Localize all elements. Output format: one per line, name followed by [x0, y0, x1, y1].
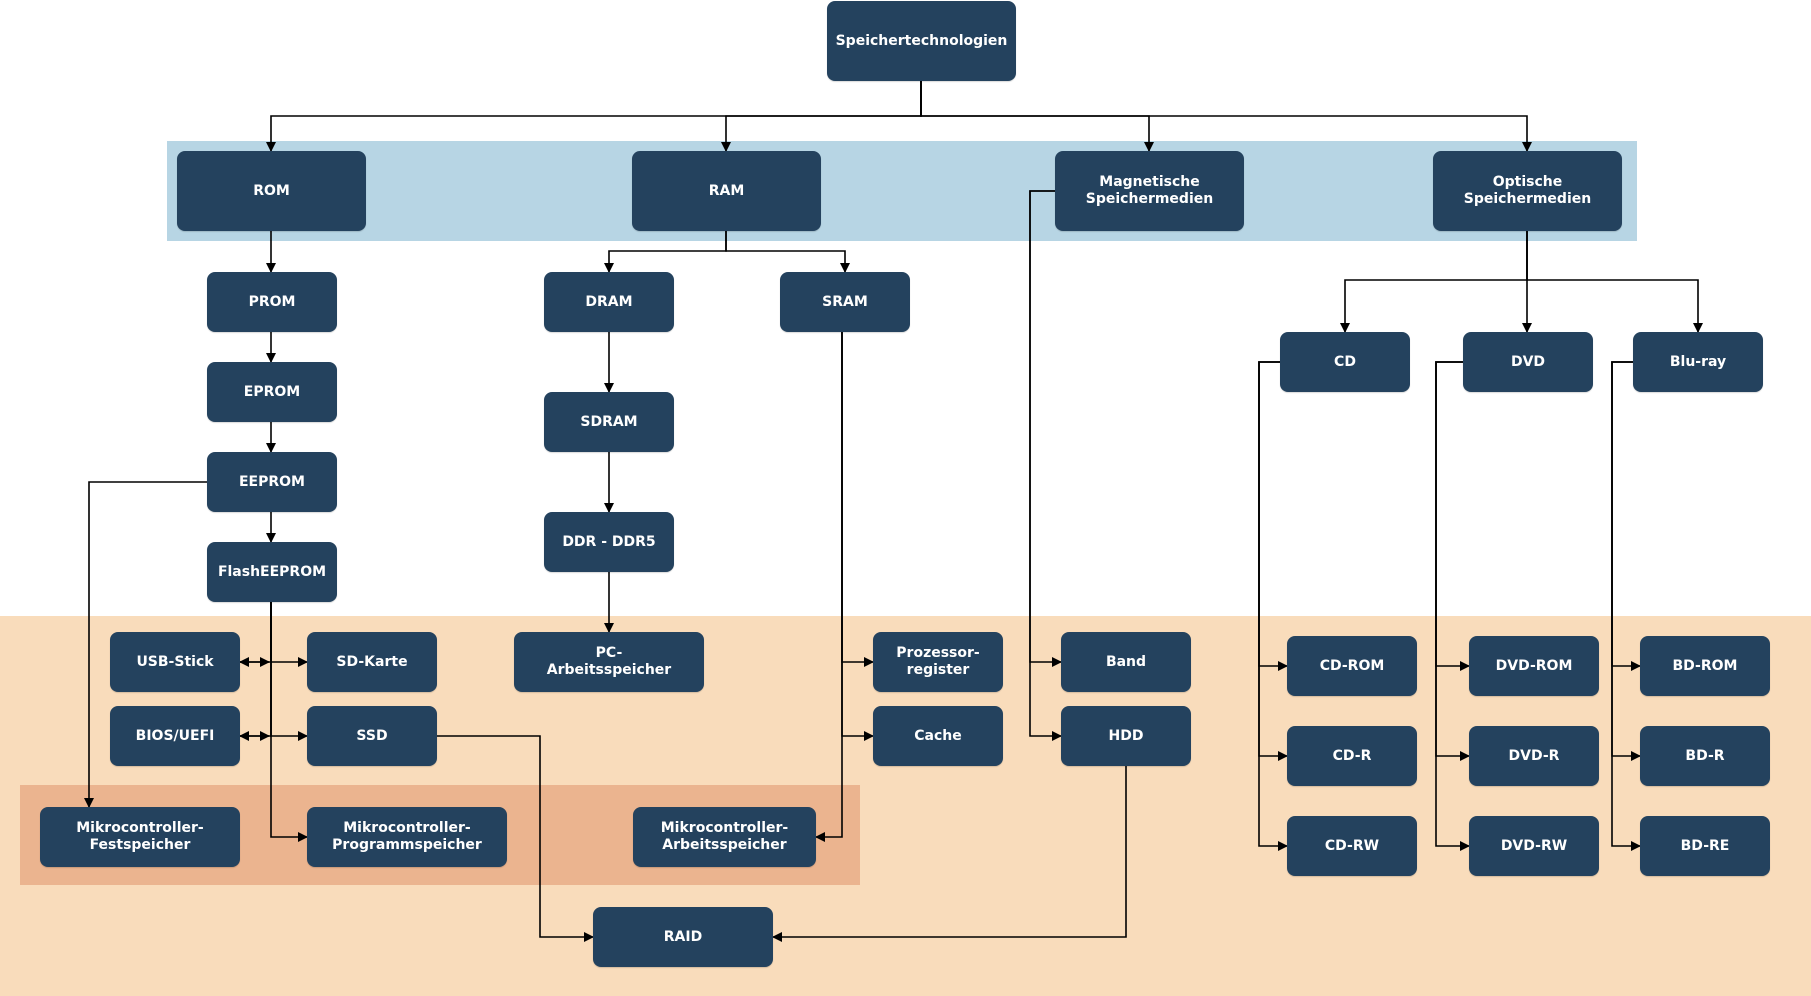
edge-bluray-to-bdrom	[1611, 361, 1641, 671]
node-pc-arbeitsspeicher[interactable]: PC- Arbeitsspeicher	[514, 632, 704, 692]
node-dvd-rom[interactable]: DVD-ROM	[1469, 636, 1599, 696]
node-sdram[interactable]: SDRAM	[544, 392, 674, 452]
node-ssd[interactable]: SSD	[307, 706, 437, 766]
node-cd-r[interactable]: CD-R	[1287, 726, 1417, 786]
edge-ram-to-sram	[725, 231, 850, 273]
node-prom[interactable]: PROM	[207, 272, 337, 332]
edge-flash-to-mcprog	[270, 602, 308, 842]
edge-ssd-to-raid	[437, 735, 594, 942]
node-mikrocontroller-festspeicher[interactable]: Mikrocontroller- Festspeicher	[40, 807, 240, 867]
edge-sram-to-cache	[841, 332, 874, 741]
node-eprom[interactable]: EPROM	[207, 362, 337, 422]
node-eeprom[interactable]: EEPROM	[207, 452, 337, 512]
node-mikrocontroller-arbeitsspeicher[interactable]: Mikrocontroller- Arbeitsspeicher	[633, 807, 816, 867]
edge-mag-to-band	[1029, 190, 1062, 667]
category-band	[167, 141, 1637, 241]
node-bd-re[interactable]: BD-RE	[1640, 816, 1770, 876]
node-cd-rom[interactable]: CD-ROM	[1287, 636, 1417, 696]
node-cd-rw[interactable]: CD-RW	[1287, 816, 1417, 876]
edge-ram-to-dram	[604, 231, 727, 273]
node-bd-rom[interactable]: BD-ROM	[1640, 636, 1770, 696]
edge-root-to-ram	[721, 81, 922, 152]
node-blu-ray[interactable]: Blu-ray	[1633, 332, 1763, 392]
node-cd[interactable]: CD	[1280, 332, 1410, 392]
node-usb-stick[interactable]: USB-Stick	[110, 632, 240, 692]
edge-cd-to-cdrom	[1258, 361, 1288, 671]
edge-mag-to-hdd	[1029, 190, 1062, 741]
node-band[interactable]: Band	[1061, 632, 1191, 692]
edge-dvd-to-dvdrw	[1435, 361, 1470, 851]
edge-sram-to-preg	[841, 332, 874, 667]
edge-opt-to-bluray	[1526, 231, 1703, 333]
node-dvd[interactable]: DVD	[1463, 332, 1593, 392]
edge-flash-to-usb	[239, 602, 272, 667]
edge-dvd-to-dvdrom	[1435, 361, 1470, 671]
edge-cd-to-cdr	[1258, 361, 1288, 761]
node-bd-r[interactable]: BD-R	[1640, 726, 1770, 786]
node-sram[interactable]: SRAM	[780, 272, 910, 332]
node-speichertechnologien[interactable]: Speichertechnologien	[827, 1, 1016, 81]
edge-root-to-opt	[920, 81, 1532, 152]
node-flasheeprom[interactable]: FlashEEPROM	[207, 542, 337, 602]
node-optische-speichermedien[interactable]: Optische Speichermedien	[1433, 151, 1622, 231]
edge-bluray-to-bdre	[1611, 361, 1641, 851]
node-cache[interactable]: Cache	[873, 706, 1003, 766]
node-rom[interactable]: ROM	[177, 151, 366, 231]
node-mikrocontroller-programmspeicher[interactable]: Mikrocontroller- Programmspeicher	[307, 807, 507, 867]
node-dvd-rw[interactable]: DVD-RW	[1469, 816, 1599, 876]
edge-opt-to-cd	[1340, 231, 1528, 333]
node-ram[interactable]: RAM	[632, 151, 821, 231]
edge-flash-to-sd	[270, 602, 308, 667]
node-magnetische-speichermedien[interactable]: Magnetische Speichermedien	[1055, 151, 1244, 231]
edge-bluray-to-bdr	[1611, 361, 1641, 761]
node-hdd[interactable]: HDD	[1061, 706, 1191, 766]
edge-cd-to-cdrw	[1258, 361, 1288, 851]
edge-hdd-to-raid	[772, 766, 1127, 942]
node-raid[interactable]: RAID	[593, 907, 773, 967]
edge-flash-to-bios	[239, 602, 272, 741]
node-sd-karte[interactable]: SD-Karte	[307, 632, 437, 692]
node-dvd-r[interactable]: DVD-R	[1469, 726, 1599, 786]
node-ddr-ddr5[interactable]: DDR - DDR5	[544, 512, 674, 572]
edge-dvd-to-dvdr	[1435, 361, 1470, 761]
edge-flash-to-ssd	[270, 602, 308, 741]
node-dram[interactable]: DRAM	[544, 272, 674, 332]
edge-sram-to-mcarb	[815, 332, 843, 842]
node-bios-uefi[interactable]: BIOS/UEFI	[110, 706, 240, 766]
edge-eeprom-to-mcfest	[84, 481, 207, 808]
node-prozessorregister[interactable]: Prozessor- register	[873, 632, 1003, 692]
